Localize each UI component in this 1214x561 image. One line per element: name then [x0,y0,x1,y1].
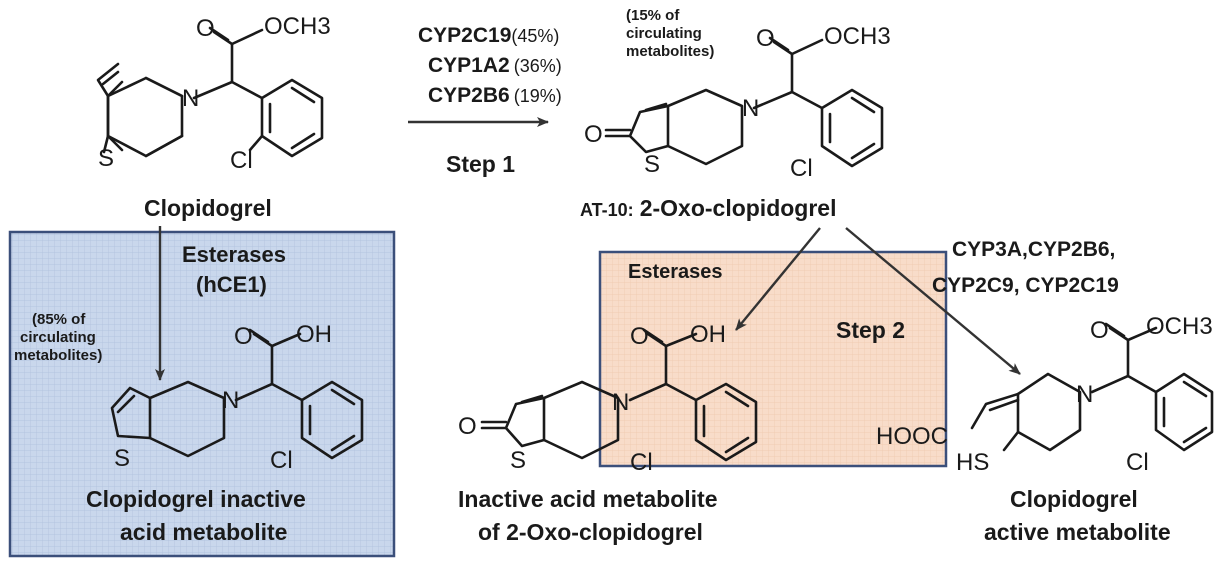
oxo-acid-atom-o-top: O [630,323,649,350]
oxo-atom-o-ring: O [584,121,603,148]
acid-atom-s: S [114,445,130,472]
clopidogrel-name: Clopidogrel [144,195,272,221]
oxo-share-line3: metabolites) [626,43,714,60]
inactive-acid-structure [110,328,364,460]
acid-atom-oh: OH [296,321,332,348]
oxo-acid-atom-cl: Cl [630,449,653,476]
acid-share-line3: metabolites) [14,347,102,364]
oxo-name: AT-10:2-Oxo-clopidogrel [580,195,836,221]
step1-enzyme-2: CYP1A2(36%) [428,54,562,77]
esterases-left-sub: (hCE1) [196,272,267,297]
step2-enzymes-line1: CYP3A,CYP2B6, [952,238,1115,261]
acid-atom-n: N [222,387,239,414]
oxo-clopidogrel-structure [604,36,884,168]
oxo-acid-atom-oh: OH [690,321,726,348]
inactive-oxo-acid-name-line1: Inactive acid metabolite [458,486,717,512]
clopidogrel-atom-o: O [196,15,215,42]
step1-enzyme-1: CYP2C19(45%) [418,24,559,47]
step1-enzyme-3: CYP2B6(19%) [428,84,562,107]
esterase-right-arrow [735,227,821,331]
clopidogrel-structure [96,26,324,158]
acid-atom-cl: Cl [270,447,293,474]
oxo-atom-s: S [644,151,660,178]
acid-share-line1: (85% of [32,311,86,328]
active-atom-hooc: HOOC [876,423,948,450]
oxo-share-line2: circulating [626,25,702,42]
active-atom-n: N [1076,381,1093,408]
oxo-atom-och3: OCH3 [824,23,891,50]
active-atom-cl: Cl [1126,449,1149,476]
esterases-left-label: Esterases [182,242,286,267]
inactive-pathway-box [8,230,396,558]
oxo-acid-atom-n: N [612,389,629,416]
inactive-oxo-acid-name-line2: of 2-Oxo-clopidogrel [478,519,703,545]
acid-atom-o: O [234,323,253,350]
oxo-share-line1: (15% of [626,7,680,24]
inactive-acid-name-line2: acid metabolite [120,519,287,545]
clopidogrel-atom-cl: Cl [230,147,253,174]
esterases-right-label: Esterases [628,261,723,283]
cyp-right-arrow [845,227,1021,375]
step2-enzymes-line2: CYP2C9, CYP2C19 [932,274,1119,297]
oxo-atom-o-top: O [756,25,775,52]
esterase-box [598,250,948,468]
oxo-acid-atom-o-ring: O [458,413,477,440]
inactive-acid-name-line1: Clopidogrel inactive [86,486,306,512]
oxo-atom-cl: Cl [790,155,813,182]
clopidogrel-atom-n: N [182,85,199,112]
clopidogrel-atom-och3: OCH3 [264,13,331,40]
active-metabolite-structure [970,322,1214,452]
oxo-atom-n: N [742,95,759,122]
step2-label: Step 2 [836,317,905,343]
active-name-line2: active metabolite [984,519,1171,545]
clopidogrel-atom-s: S [98,145,114,172]
active-atom-och3: OCH3 [1146,313,1213,340]
oxo-acid-atom-s: S [510,447,526,474]
active-name-line1: Clopidogrel [1010,486,1138,512]
inactive-oxo-acid-structure [480,328,758,462]
step1-label: Step 1 [446,151,515,177]
acid-share-line2: circulating [20,329,96,346]
active-atom-hs: HS [956,449,989,476]
active-atom-o: O [1090,317,1109,344]
